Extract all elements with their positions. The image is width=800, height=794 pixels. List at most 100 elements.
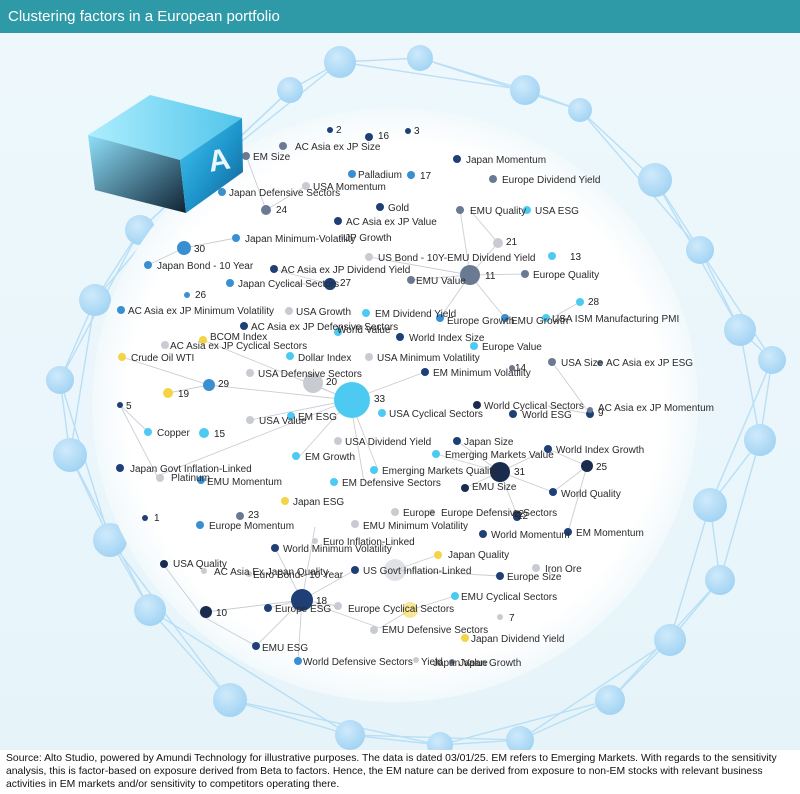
- cluster-label: 16: [378, 131, 390, 142]
- factor-node: [161, 341, 169, 349]
- factor-nodes: [116, 127, 603, 666]
- factor-node: [523, 206, 531, 214]
- cluster-node: [493, 238, 503, 248]
- factor-label: BCOM Index: [210, 332, 267, 343]
- factor-node: [281, 497, 289, 505]
- cluster-label: 1: [154, 513, 160, 524]
- cluster-label: 5: [126, 401, 132, 412]
- factor-label: Japan Defensive Sectors: [229, 188, 340, 199]
- factor-label: USA Dividend Yield: [345, 437, 431, 448]
- factor-node: [285, 307, 293, 315]
- factor-label: Palladium: [358, 170, 402, 181]
- factor-node: [334, 217, 342, 225]
- factor-node: [548, 358, 556, 366]
- cluster-node: [548, 252, 556, 260]
- factor-label: Europe Momentum: [209, 521, 294, 532]
- factor-node: [449, 659, 455, 665]
- amundi-cube-logo: A: [88, 95, 243, 213]
- factor-node: [564, 528, 572, 536]
- factor-node: [461, 484, 469, 492]
- cluster-node: [334, 382, 370, 418]
- factor-node: [479, 530, 487, 538]
- factor-node: [351, 520, 359, 528]
- factor-node: [270, 265, 278, 273]
- factor-label: Europe ESG: [275, 604, 331, 615]
- factor-label: EMU Size: [472, 482, 517, 493]
- cluster-label: 13: [570, 252, 582, 263]
- factor-node: [252, 642, 260, 650]
- cluster-label: 10: [216, 608, 228, 619]
- factor-node: [434, 551, 442, 559]
- factor-node: [294, 657, 302, 665]
- factor-node: [544, 445, 552, 453]
- cluster-node: [497, 614, 503, 620]
- factor-label: Europe Dividend Yield: [502, 175, 600, 186]
- factor-node: [532, 564, 540, 572]
- factor-node: [199, 336, 207, 344]
- factor-node: [370, 626, 378, 634]
- factor-label: EM Size: [253, 152, 291, 163]
- cluster-node: [405, 128, 411, 134]
- factor-label: Euro Bond - 10 Year: [253, 570, 344, 581]
- decor-bubble: [402, 602, 418, 618]
- factor-label: EM Growth: [305, 452, 355, 463]
- factor-node: [334, 602, 342, 610]
- cluster-label: 29: [218, 379, 230, 390]
- factor-node: [246, 416, 254, 424]
- cluster-node: [513, 513, 521, 521]
- factor-label: EM Momentum: [576, 528, 644, 539]
- factor-node: [501, 314, 509, 322]
- factor-label: World Defensive Sectors: [303, 657, 413, 668]
- factor-node: [376, 203, 384, 211]
- factor-node: [470, 342, 478, 350]
- factor-node: [451, 592, 459, 600]
- factor-label: EMU Momentum: [207, 477, 282, 488]
- factor-label: USA ESG: [535, 206, 579, 217]
- factor-node: [434, 660, 440, 666]
- factor-label: EMU Defensive Sectors: [382, 625, 488, 636]
- cluster-node: [490, 462, 510, 482]
- cluster-node: [261, 205, 271, 215]
- cluster-node: [291, 589, 313, 611]
- factor-label: USA Momentum: [313, 182, 386, 193]
- factor-node: [197, 476, 205, 484]
- cluster-label: 28: [588, 297, 600, 308]
- cluster-node: [203, 379, 215, 391]
- cluster-label: 12: [513, 509, 525, 520]
- cluster-label: 21: [506, 237, 518, 248]
- factor-label: World Index Size: [409, 333, 485, 344]
- cluster-node: [460, 265, 480, 285]
- factor-label: Japan Size: [464, 437, 514, 448]
- factor-node: [351, 566, 359, 574]
- cluster-label: 2: [336, 125, 342, 136]
- factor-label: World Value: [337, 325, 391, 336]
- factor-node: [330, 478, 338, 486]
- factor-label: AC Asia ex JP Momentum: [598, 403, 714, 414]
- factor-label: USA Cyclical Sectors: [389, 409, 483, 420]
- factor-node: [436, 314, 444, 322]
- factor-node: [271, 544, 279, 552]
- factor-label: Europe Size: [507, 572, 562, 583]
- cluster-node: [327, 127, 333, 133]
- factor-node: [240, 322, 248, 330]
- factor-label: Crude Oil WTI: [131, 353, 194, 364]
- cluster-node: [142, 515, 148, 521]
- factor-node: [391, 508, 399, 516]
- factor-label: AC Asia ex JP Minimum Volatility: [128, 306, 274, 317]
- factor-node: [246, 369, 254, 377]
- factor-label: World Quality: [561, 489, 621, 500]
- factor-node: [473, 401, 481, 409]
- factor-node: [407, 276, 415, 284]
- factor-label: EM ESG: [298, 412, 337, 423]
- cluster-label: 27: [340, 278, 352, 289]
- cluster-node: [365, 133, 373, 141]
- factor-node: [279, 142, 287, 150]
- factor-node: [117, 306, 125, 314]
- factor-node: [118, 353, 126, 361]
- cluster-label: 31: [514, 467, 526, 478]
- factor-node: [549, 488, 557, 496]
- cluster-label: 25: [596, 462, 608, 473]
- factor-label: Japan Dividend Yield: [471, 634, 564, 645]
- factor-node: [496, 572, 504, 580]
- factor-label: USA Defensive Sectors: [258, 369, 362, 380]
